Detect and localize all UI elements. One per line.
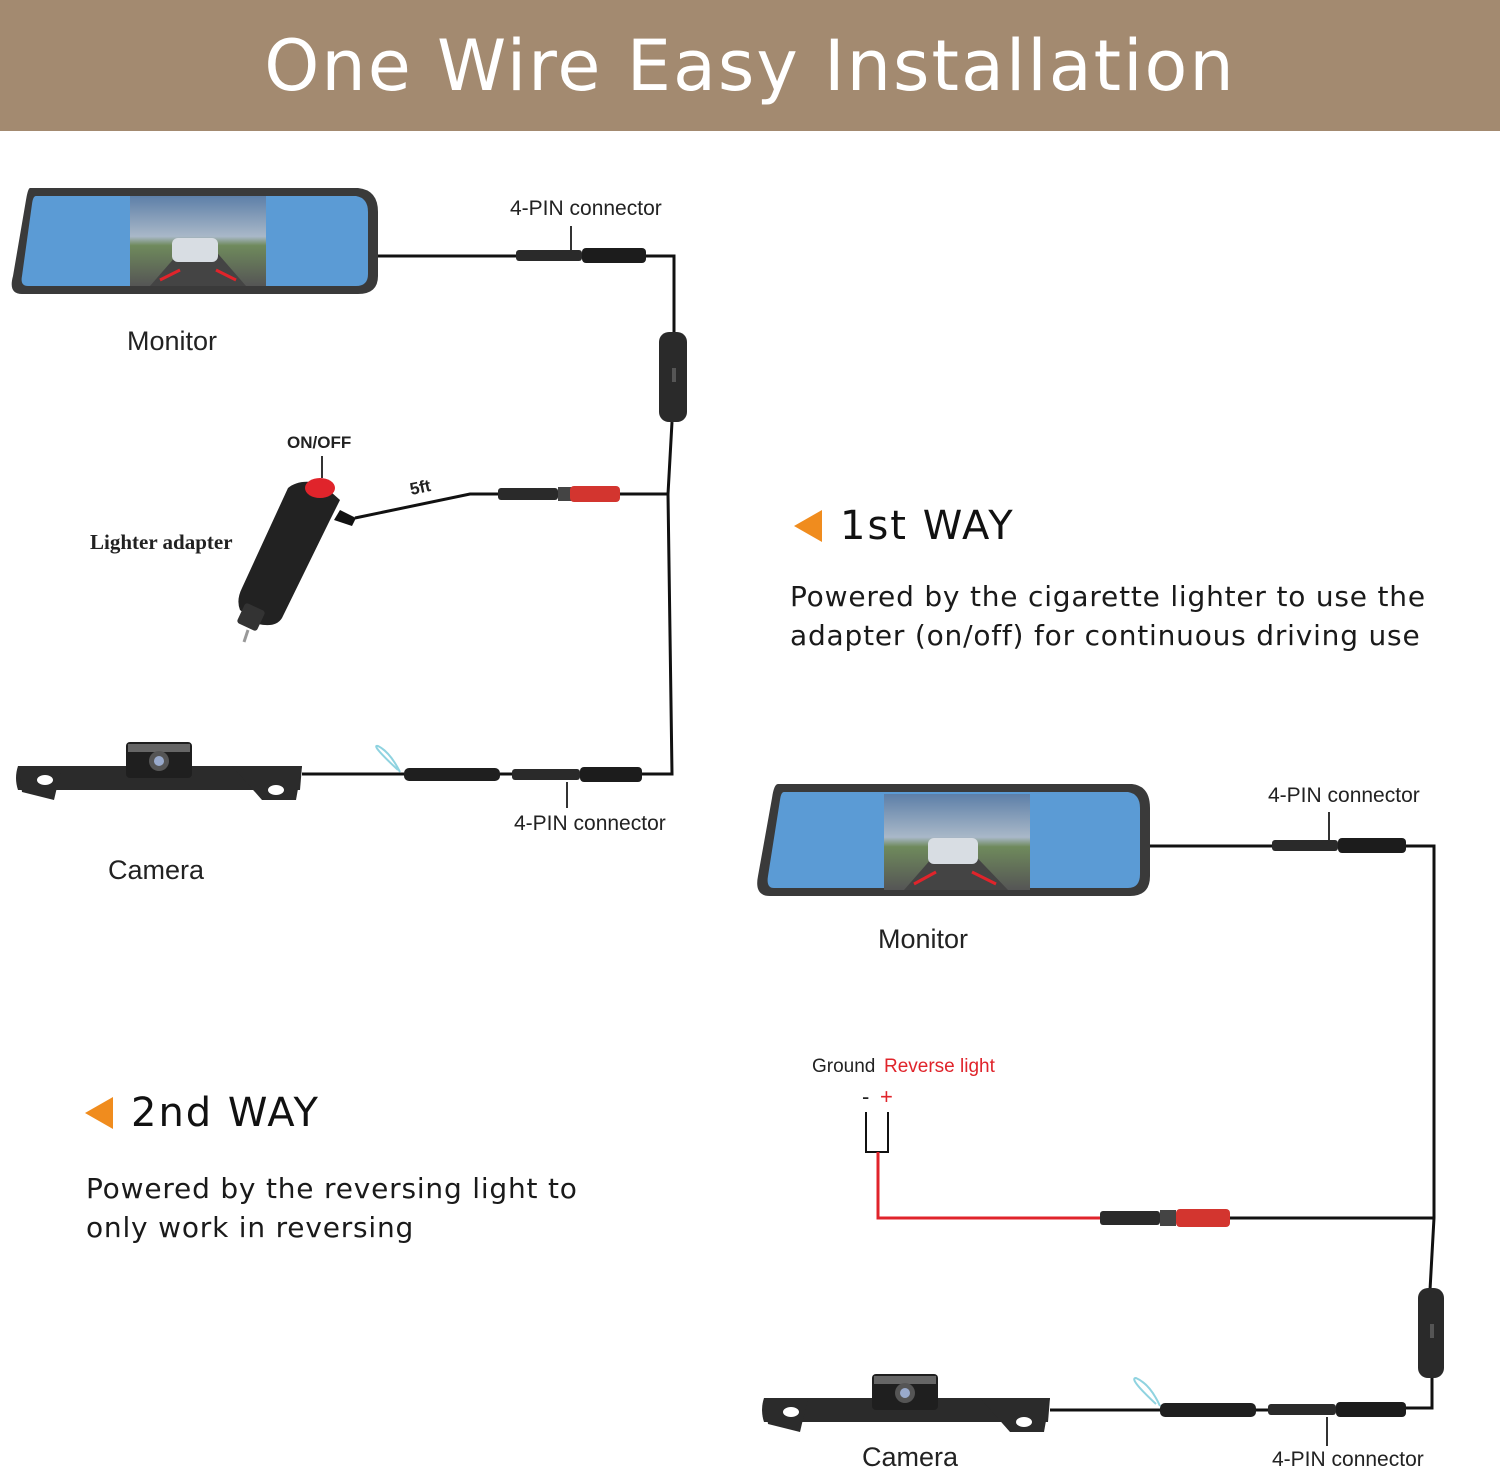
way2-minus-label: - [862, 1084, 870, 1109]
way2-desc-line2: only work in reversing [86, 1211, 415, 1244]
way1-desc-line1: Powered by the cigarette lighter to use … [790, 580, 1426, 613]
way2-description: Powered by the reversing light to only w… [86, 1169, 578, 1247]
way1-adapter-label: Lighter adapter [90, 530, 233, 554]
way1-desc-line2: adapter (on/off) for continuous driving … [790, 619, 1421, 652]
way1-title: 1st WAY [840, 503, 1015, 549]
way2-reverse-label: Reverse light [884, 1056, 995, 1077]
connector-icon [1272, 838, 1406, 853]
way1-connector-top-label: 4-PIN connector [510, 197, 662, 220]
power-switch-icon [305, 478, 335, 498]
way2-desc-line1: Powered by the reversing light to [86, 1172, 578, 1205]
way1-monitor-label: Monitor [127, 326, 218, 356]
triangle-pointer-icon [85, 1097, 113, 1129]
way1-connector-bottom-label: 4-PIN connector [514, 812, 666, 835]
way2-connector-top-label: 4-PIN connector [1268, 784, 1420, 807]
way1-camera-label: Camera [108, 855, 205, 885]
camera-plate-icon [16, 742, 302, 800]
connector-icon [498, 486, 620, 502]
connector-icon [404, 767, 642, 782]
way2-plus-label: + [880, 1084, 893, 1109]
lighter-adapter-icon [237, 481, 356, 643]
title-banner: One Wire Easy Installation [0, 0, 1500, 131]
way1-heading: 1st WAY [794, 503, 1015, 549]
way2-ground-label: Ground [812, 1056, 876, 1077]
way2-monitor-label: Monitor [878, 924, 969, 954]
monitor-mirror-icon [11, 188, 379, 294]
inline-box-icon [1418, 1288, 1444, 1378]
connector-icon [516, 248, 646, 263]
way2-camera-label: Camera [862, 1442, 959, 1472]
way2-title: 2nd WAY [131, 1090, 320, 1136]
monitor-mirror-icon [757, 784, 1150, 896]
way2-connector-bottom-label: 4-PIN connector [1272, 1448, 1424, 1471]
way1-switch-label: ON/OFF [287, 433, 352, 452]
inline-box-icon [659, 332, 687, 422]
way2-heading: 2nd WAY [85, 1090, 320, 1136]
camera-plate-icon [762, 1374, 1050, 1432]
connector-icon [1100, 1209, 1230, 1227]
page-title: One Wire Easy Installation [264, 24, 1236, 107]
way1-cable-length-label: 5ft [408, 476, 433, 499]
triangle-pointer-icon [794, 510, 822, 542]
way1-description: Powered by the cigarette lighter to use … [790, 577, 1426, 655]
connector-icon [1160, 1402, 1406, 1417]
